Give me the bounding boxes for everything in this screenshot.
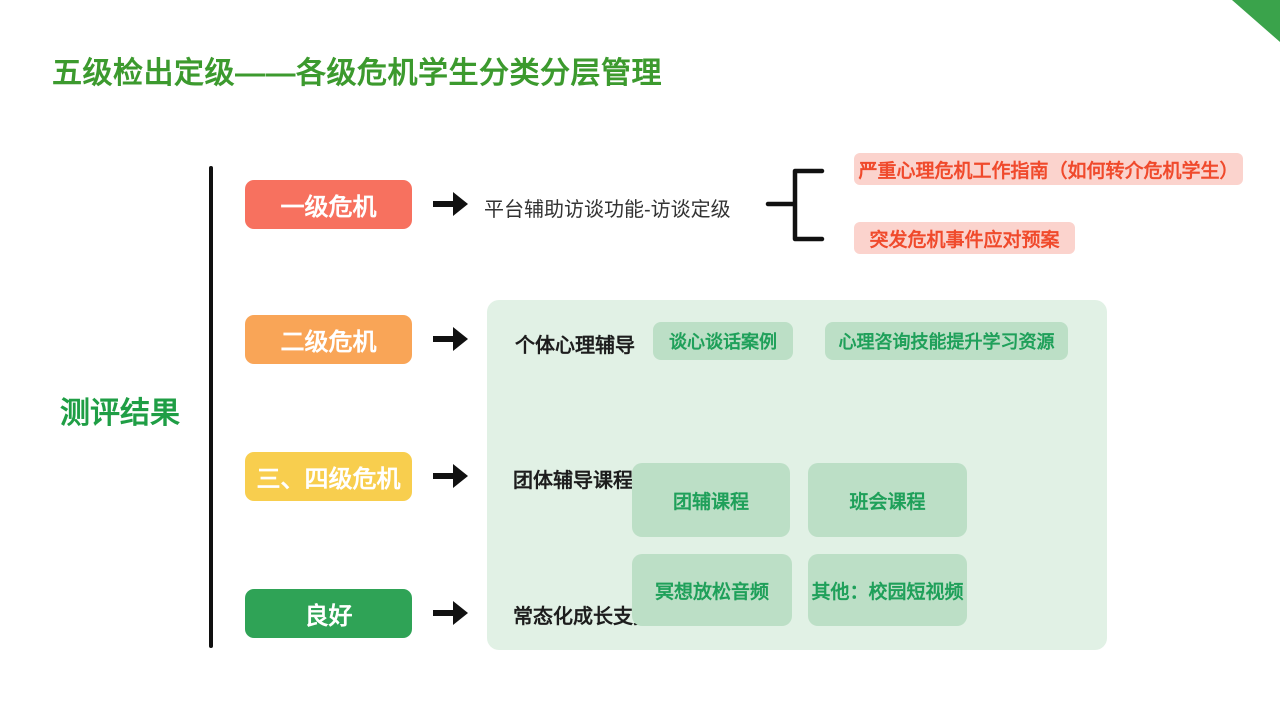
- level-box-label: 二级危机: [280, 329, 377, 356]
- level-box-crisis-2: 二级危机: [245, 315, 412, 364]
- group-course-card[interactable]: 团辅课程: [632, 463, 790, 537]
- level-box-crisis-3-4: 三、四级危机: [245, 452, 412, 501]
- level-box-label: 一级危机: [280, 194, 377, 221]
- group-counseling-label: 团体辅导课程: [513, 470, 633, 492]
- interview-function-text: 平台辅助访谈功能-访谈定级: [484, 199, 731, 221]
- talk-case-label: 谈心谈话案例: [669, 332, 777, 352]
- crisis-guide-resource[interactable]: 严重心理危机工作指南（如何转介危机学生）: [854, 153, 1243, 185]
- bracket-connector-icon: [765, 168, 825, 242]
- assessment-result-label: 测评结果: [60, 397, 180, 430]
- support-panel: 个体心理辅导 谈心谈话案例 心理咨询技能提升学习资源 团体辅导课程 团辅课程 班…: [487, 300, 1107, 650]
- group-course-label: 团辅课程: [672, 491, 749, 513]
- talk-case-chip[interactable]: 谈心谈话案例: [653, 322, 793, 360]
- slide-title: 五级检出定级——各级危机学生分类分层管理: [52, 57, 662, 90]
- class-meeting-card[interactable]: 班会课程: [808, 463, 967, 537]
- class-meeting-label: 班会课程: [849, 491, 926, 513]
- level-box-label: 三、四级危机: [256, 466, 401, 493]
- arrow-right-icon: [433, 601, 468, 625]
- arrow-right-icon: [433, 327, 468, 351]
- level-box-good: 良好: [245, 589, 412, 638]
- crisis-guide-label: 严重心理危机工作指南（如何转介危机学生）: [858, 160, 1239, 182]
- level-box-crisis-1: 一级危机: [245, 180, 412, 229]
- counseling-skill-label: 心理咨询技能提升学习资源: [838, 332, 1055, 352]
- campus-video-label: 其他：校园短视频: [811, 581, 964, 603]
- meditation-audio-label: 冥想放松音频: [654, 581, 769, 603]
- emergency-plan-resource[interactable]: 突发危机事件应对预案: [854, 222, 1075, 254]
- campus-video-card[interactable]: 其他：校园短视频: [808, 554, 967, 626]
- arrow-right-icon: [433, 192, 468, 216]
- meditation-audio-card[interactable]: 冥想放松音频: [632, 554, 792, 626]
- level-box-label: 良好: [304, 603, 353, 630]
- individual-counseling-label: 个体心理辅导: [515, 335, 635, 357]
- arrow-right-icon: [433, 464, 468, 488]
- counseling-skill-chip[interactable]: 心理咨询技能提升学习资源: [825, 322, 1068, 360]
- growth-support-label: 常态化成长支持: [513, 606, 653, 628]
- emergency-plan-label: 突发危机事件应对预案: [869, 229, 1060, 251]
- corner-triangle-icon: [1232, 0, 1280, 42]
- vertical-divider-line: [209, 166, 213, 648]
